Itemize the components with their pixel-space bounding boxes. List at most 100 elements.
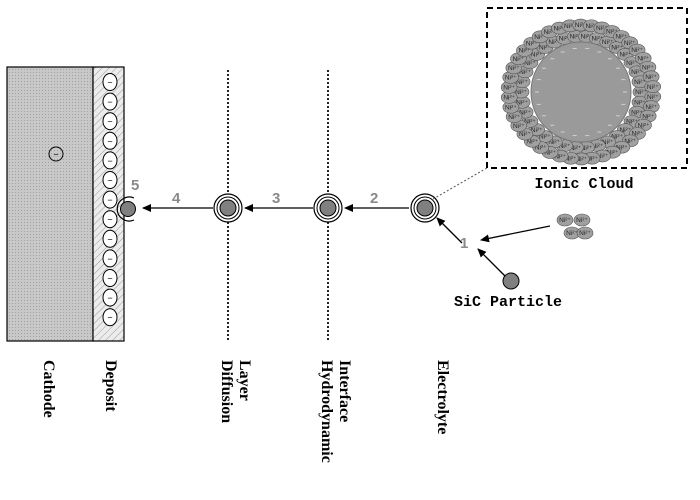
svg-text:Ni²⁺: Ni²⁺: [638, 122, 650, 129]
svg-text:Ni²⁺: Ni²⁺: [575, 22, 587, 29]
svg-text:Ni²⁺: Ni²⁺: [515, 89, 527, 96]
svg-text:−: −: [107, 156, 112, 166]
svg-text:−: −: [107, 176, 112, 186]
svg-text:Ni²⁺: Ni²⁺: [619, 127, 631, 134]
svg-text:Ni²⁺: Ni²⁺: [544, 150, 556, 157]
svg-text:Ni²⁺: Ni²⁺: [619, 52, 631, 59]
svg-text:Ni²⁺: Ni²⁺: [554, 25, 566, 32]
svg-text:Ni²⁺: Ni²⁺: [586, 23, 598, 30]
svg-text:Ni²⁺: Ni²⁺: [559, 36, 571, 43]
svg-text:Ni²⁺: Ni²⁺: [513, 56, 525, 63]
svg-text:Ni²⁺: Ni²⁺: [592, 143, 604, 150]
svg-text:Ni²⁺: Ni²⁺: [642, 113, 654, 120]
step-2-label: 2: [370, 190, 378, 207]
deposit-charge: −: [102, 249, 118, 268]
svg-text:Ni²⁺: Ni²⁺: [554, 153, 566, 160]
svg-text:Ni²⁺: Ni²⁺: [581, 145, 593, 152]
svg-text:Ni²⁺: Ni²⁺: [539, 134, 551, 141]
svg-text:−: −: [107, 136, 112, 146]
svg-text:Ni²⁺: Ni²⁺: [519, 131, 531, 138]
svg-text:Ni²⁺: Ni²⁺: [634, 99, 646, 106]
svg-text:Ni²⁺: Ni²⁺: [645, 104, 657, 111]
core-surface-charges: [535, 47, 627, 137]
svg-text:Ni²⁺: Ni²⁺: [526, 40, 538, 47]
svg-text:Ni²⁺: Ni²⁺: [645, 74, 657, 81]
deposit-charge: −: [102, 288, 118, 307]
deposit-charge: −: [102, 190, 118, 209]
diffusion-layer-label: Diffusion Layer: [218, 360, 253, 427]
ni-ion: Ni²⁺: [576, 226, 594, 240]
svg-text:Ni²⁺: Ni²⁺: [534, 34, 546, 41]
svg-text:Ni²⁺: Ni²⁺: [519, 69, 531, 76]
sic-particle-label: SiC Particle: [454, 294, 562, 311]
svg-text:−: −: [107, 274, 112, 284]
step-3-label: 3: [272, 190, 280, 207]
svg-text:Ni²⁺: Ni²⁺: [503, 95, 515, 102]
svg-text:Ni²⁺: Ni²⁺: [564, 23, 576, 30]
svg-text:Ni²⁺: Ni²⁺: [519, 109, 531, 116]
svg-text:Ni²⁺: Ni²⁺: [586, 155, 598, 162]
step-4-label: 4: [172, 190, 181, 207]
deposit-charge: −: [102, 112, 118, 131]
svg-text:Ni²⁺: Ni²⁺: [597, 153, 609, 160]
svg-text:Ni²⁺: Ni²⁺: [535, 145, 547, 152]
svg-text:Ni²⁺: Ni²⁺: [581, 34, 593, 41]
arrow-step-1-ions: [480, 225, 551, 243]
svg-text:Ni²⁺: Ni²⁺: [602, 39, 614, 46]
svg-text:Ni²⁺: Ni²⁺: [516, 79, 528, 86]
svg-text:−: −: [107, 234, 112, 244]
svg-text:Ni²⁺: Ni²⁺: [531, 52, 543, 59]
svg-text:Ni²⁺: Ni²⁺: [632, 131, 644, 138]
svg-text:Ni²⁺: Ni²⁺: [626, 119, 638, 126]
svg-text:Ni²⁺: Ni²⁺: [615, 34, 627, 41]
svg-text:Ni²⁺: Ni²⁺: [607, 149, 619, 156]
svg-text:Ni²⁺: Ni²⁺: [524, 60, 536, 67]
svg-text:−: −: [107, 254, 112, 264]
svg-text:Ni²⁺: Ni²⁺: [647, 84, 659, 91]
svg-text:Ni²⁺: Ni²⁺: [602, 139, 614, 146]
particle-hydrodynamic-interface: [313, 193, 343, 223]
svg-text:Ni²⁺: Ni²⁺: [570, 145, 582, 152]
step-1-label: 1: [460, 235, 468, 252]
svg-text:−: −: [107, 293, 112, 303]
svg-text:Ni²⁺: Ni²⁺: [637, 55, 649, 62]
deposit-charge: −: [102, 151, 118, 170]
svg-text:Ni²⁺: Ni²⁺: [631, 69, 643, 76]
svg-text:Ni²⁺: Ni²⁺: [631, 47, 643, 54]
sic-particle: [502, 272, 520, 290]
particle-electrolyte: [410, 193, 440, 223]
particle-diffusion-layer: [213, 193, 243, 223]
ni-ion-cluster: Ni²⁺Ni²⁺Ni²⁺Ni²⁺: [556, 213, 594, 240]
deposit-charge: −: [102, 92, 118, 111]
hydrodynamic-interface-label: Hydrodynamic Interface: [318, 360, 353, 467]
svg-text:Ni²⁺: Ni²⁺: [519, 48, 531, 55]
svg-text:Ni²⁺: Ni²⁺: [513, 123, 525, 130]
electrolyte-label: Electrolyte: [434, 360, 451, 434]
svg-text:Ni²⁺: Ni²⁺: [539, 45, 551, 52]
svg-text:Ni²⁺: Ni²⁺: [548, 139, 560, 146]
svg-text:Ni²⁺: Ni²⁺: [516, 99, 528, 106]
zoom-connector: [432, 167, 488, 200]
deposit-charge: −: [102, 131, 118, 150]
svg-text:Ni²⁺: Ni²⁺: [635, 89, 647, 96]
svg-text:Ni²⁺: Ni²⁺: [624, 40, 636, 47]
svg-text:Ni²⁺: Ni²⁺: [566, 230, 578, 237]
svg-text:Ni²⁺: Ni²⁺: [575, 156, 587, 163]
step-5-label: 5: [131, 177, 139, 194]
ionic-cloud-label: Ionic Cloud: [534, 176, 633, 193]
svg-text:Ni²⁺: Ni²⁺: [559, 143, 571, 150]
svg-text:Ni²⁺: Ni²⁺: [626, 60, 638, 67]
particle-at-deposit: [120, 201, 136, 217]
deposit-charge: −: [102, 229, 118, 248]
svg-text:Ni²⁺: Ni²⁺: [531, 127, 543, 134]
arrow-step-1-to-particle: [436, 217, 463, 244]
svg-text:Ni²⁺: Ni²⁺: [592, 36, 604, 43]
svg-text:Ni²⁺: Ni²⁺: [544, 29, 556, 36]
deposit-label: Deposit: [102, 360, 119, 412]
deposit-charge: −: [102, 171, 118, 189]
deposit-charge: −: [102, 73, 118, 91]
svg-text:Ni²⁺: Ni²⁺: [559, 217, 571, 224]
deposit-charges: −−−−−−−−−−−−−: [102, 73, 118, 327]
cathode-charge: −: [53, 150, 58, 160]
